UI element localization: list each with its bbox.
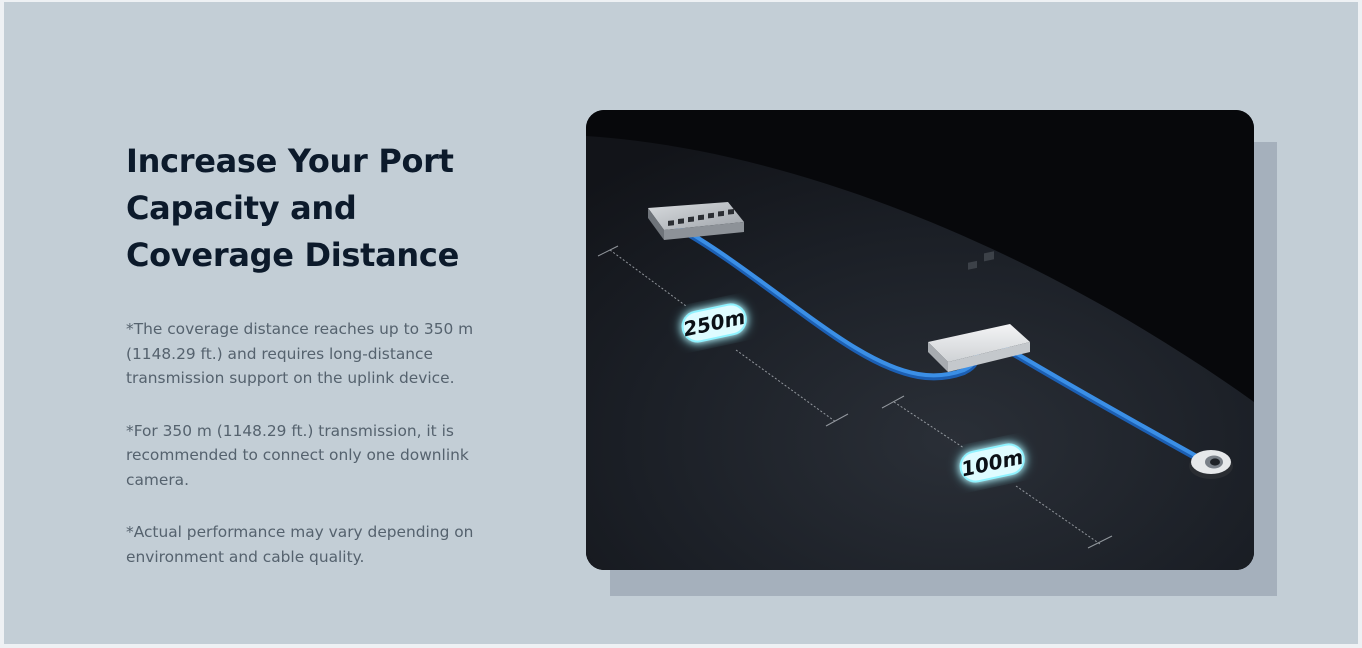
- heading-line-3: Coverage Distance: [126, 236, 459, 274]
- network-diagram-image: 250m 100m: [586, 110, 1254, 570]
- note-performance: *Actual performance may vary depending o…: [126, 523, 474, 566]
- distance-badge-250: 250m: [680, 302, 749, 344]
- poe-switch-icon: [648, 202, 744, 240]
- page-background: Increase Your Port Capacity and Coverage…: [4, 2, 1358, 644]
- dimension-line-100: [881, 395, 1113, 549]
- floor-surface: [586, 136, 1254, 570]
- cable-extender-to-camera: [1002, 344, 1213, 466]
- text-column: Increase Your Port Capacity and Coverage…: [126, 138, 506, 597]
- network-diagram-svg: 250m 100m: [586, 110, 1254, 570]
- dome-camera-icon: [1189, 450, 1233, 479]
- poe-extender-icon: [928, 251, 1030, 372]
- section-heading: Increase Your Port Capacity and Coverage…: [126, 138, 506, 279]
- note-coverage-distance: *The coverage distance reaches up to 350…: [126, 320, 474, 387]
- distance-badge-100: 100m: [958, 442, 1027, 484]
- dimension-line-250: [597, 245, 849, 427]
- heading-line-1: Increase Your Port: [126, 142, 454, 180]
- notes-list: *The coverage distance reaches up to 350…: [126, 317, 506, 569]
- heading-line-2: Capacity and: [126, 189, 357, 227]
- note-single-camera: *For 350 m (1148.29 ft.) transmission, i…: [126, 421, 469, 489]
